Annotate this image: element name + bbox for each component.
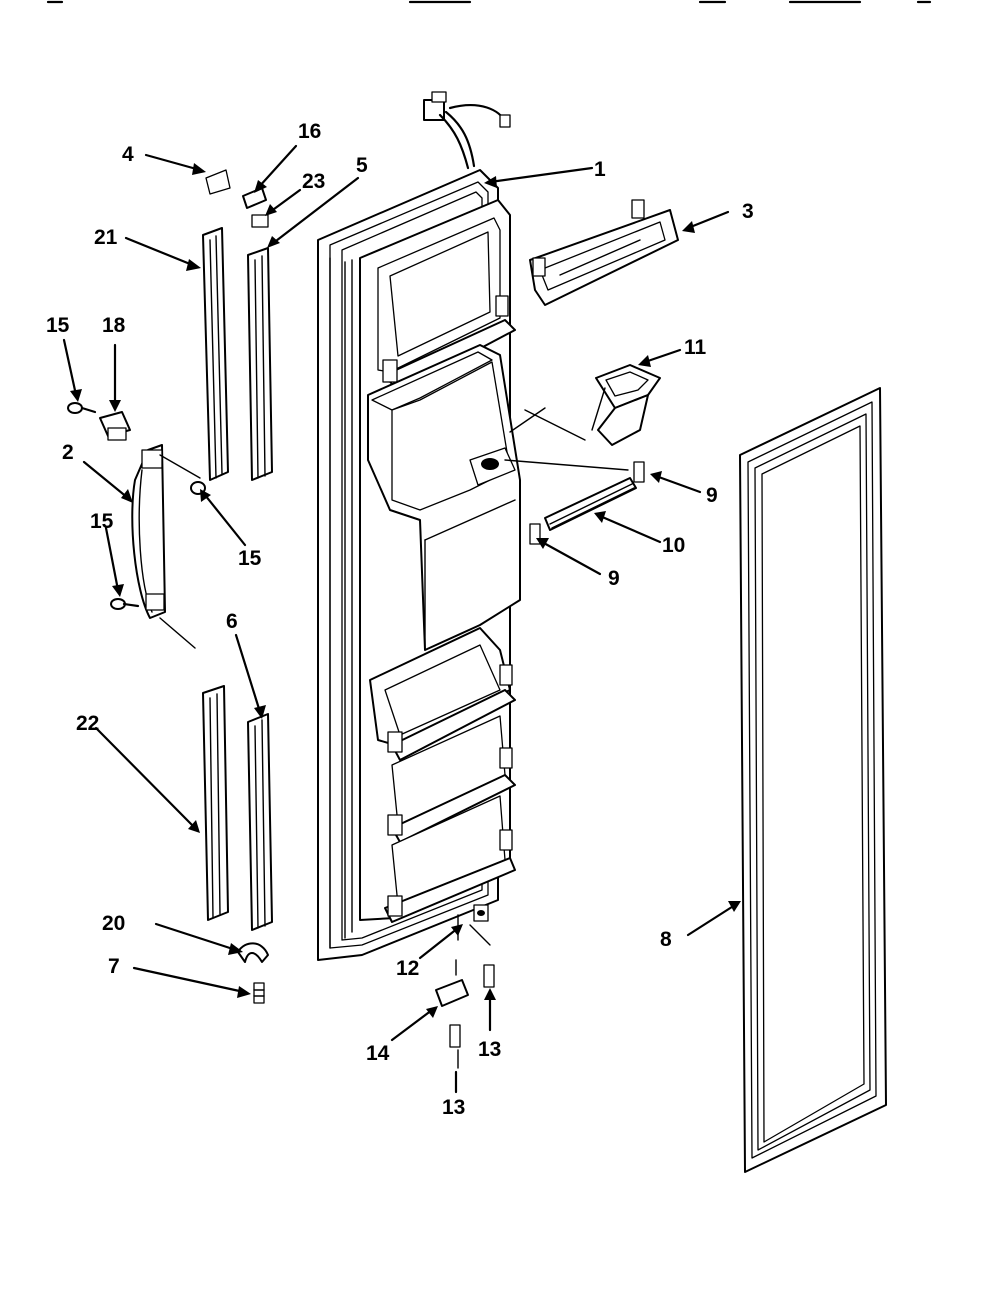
callout-12: 12 [396, 957, 419, 980]
callout-15-lower-left: 15 [90, 510, 114, 533]
callout-labels: 1 2 3 4 5 6 7 8 9 9 10 11 12 13 13 14 15… [46, 120, 754, 1119]
callout-5: 5 [356, 154, 368, 177]
slide-rail-part [529, 461, 645, 545]
lower-handle-trim-part [202, 685, 229, 921]
callout-6: 6 [226, 610, 238, 633]
ice-chute-part [591, 364, 661, 446]
leader-lines [62, 144, 741, 1094]
callout-3: 3 [742, 200, 754, 223]
door-gasket-part [739, 387, 887, 1173]
callout-9-lower: 9 [608, 567, 620, 590]
callout-13-bottom: 13 [442, 1096, 465, 1119]
upper-handle-trim-part [202, 227, 229, 481]
callout-9-upper: 9 [706, 484, 718, 507]
callout-15-top-left: 15 [46, 314, 70, 337]
callout-8: 8 [660, 928, 672, 951]
callout-16: 16 [298, 120, 321, 143]
callout-20: 20 [102, 912, 125, 935]
callout-21: 21 [94, 226, 118, 249]
door-assembly-part [317, 91, 521, 961]
callout-11: 11 [684, 336, 707, 359]
callout-13-right: 13 [478, 1038, 501, 1061]
assembly-guide-lines [504, 407, 629, 471]
handle-bracket-part [99, 411, 131, 441]
door-bin-part [529, 199, 679, 306]
callout-18: 18 [102, 314, 126, 337]
hardware-parts [67, 169, 495, 1069]
callout-23: 23 [302, 170, 325, 193]
callout-22: 22 [76, 712, 99, 735]
callout-4: 4 [122, 143, 134, 166]
callout-14: 14 [366, 1042, 390, 1065]
lower-door-trim-part [247, 713, 273, 931]
callout-1: 1 [594, 158, 606, 181]
door-handle-part [131, 444, 201, 649]
callout-15-right: 15 [238, 547, 262, 570]
upper-door-trim-part [247, 247, 273, 481]
callout-2: 2 [62, 441, 74, 464]
callout-7: 7 [108, 955, 120, 978]
callout-10: 10 [662, 534, 685, 557]
